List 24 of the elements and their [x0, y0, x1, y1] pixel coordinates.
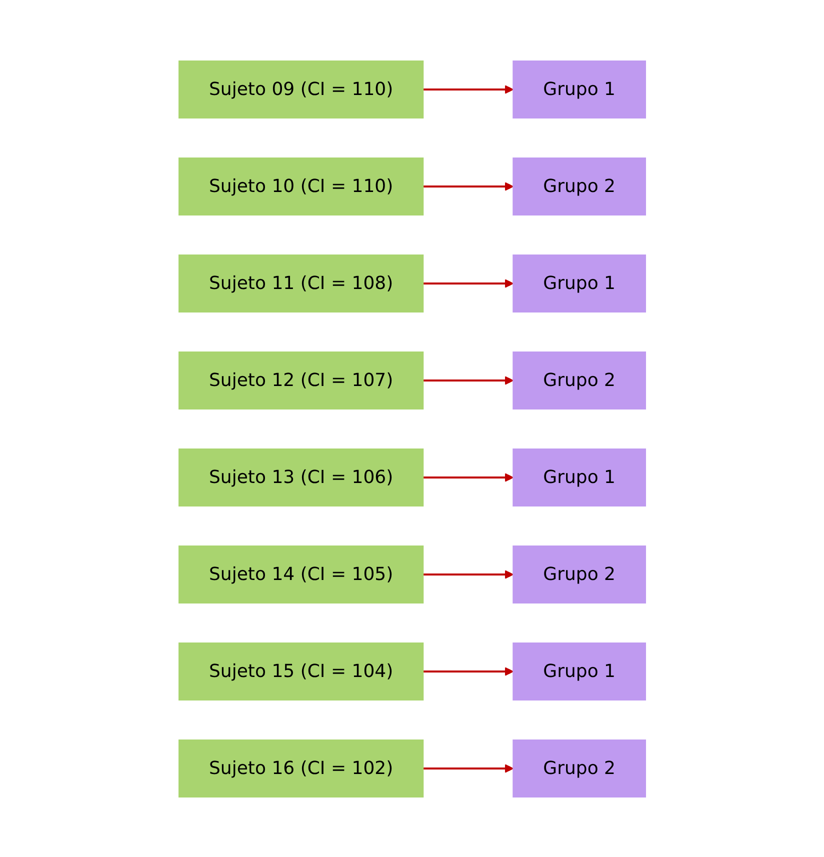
node-box: Sujeto 16 (CI = 102) — [178, 739, 424, 797]
node-box: Grupo 2 — [512, 545, 646, 603]
node-box: Grupo 2 — [512, 157, 646, 215]
arrow — [422, 764, 514, 772]
node-box: Grupo 1 — [512, 448, 646, 506]
node-box: Grupo 1 — [512, 642, 646, 700]
arrow — [422, 570, 514, 578]
arrow — [422, 472, 514, 482]
node-box: Sujeto 14 (CI = 105) — [178, 545, 424, 603]
node-box: Grupo 1 — [512, 254, 646, 312]
node-box: Sujeto 12 (CI = 107) — [178, 351, 424, 409]
node-box: Grupo 1 — [512, 60, 646, 118]
node-box: Sujeto 11 (CI = 108) — [178, 254, 424, 312]
node-box: Grupo 2 — [512, 351, 646, 409]
node-box: Sujeto 10 (CI = 110) — [178, 157, 424, 215]
node-box: Grupo 2 — [512, 739, 646, 797]
node-box: Sujeto 13 (CI = 106) — [178, 448, 424, 506]
arrow — [422, 182, 514, 190]
arrow — [422, 376, 514, 384]
arrow — [422, 666, 514, 676]
node-box: Sujeto 09 (CI = 110) — [178, 60, 424, 118]
arrow — [422, 278, 514, 288]
arrow — [422, 84, 514, 94]
node-box: Sujeto 15 (CI = 104) — [178, 642, 424, 700]
